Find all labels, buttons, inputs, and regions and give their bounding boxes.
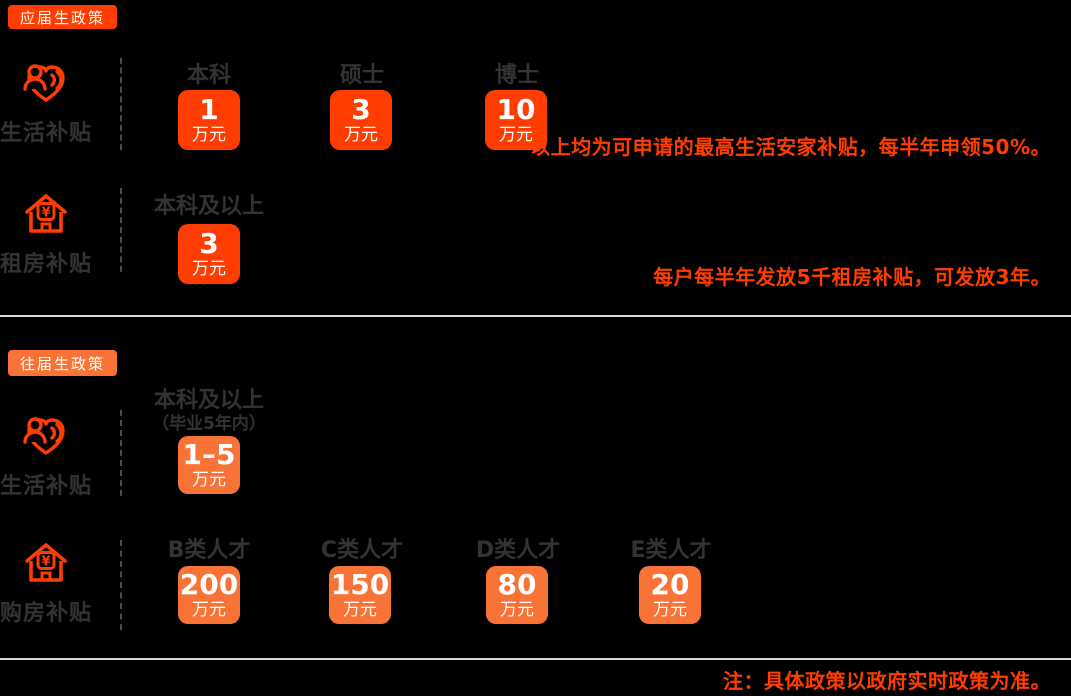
amount-badge: 150 万元: [329, 566, 391, 624]
column-header-master: 硕士: [339, 63, 384, 88]
section-divider-line: [0, 315, 1071, 317]
amount-badge: 3 万元: [178, 224, 240, 284]
rent-subsidy-note: 每户每半年发放5千租房补贴，可发放3年。: [653, 265, 1051, 289]
column-header-talent-b: B类人才: [167, 538, 251, 563]
column-header-talent-d: D类人才: [475, 538, 561, 563]
house-yuan-icon: ¥: [25, 543, 67, 582]
column-header-bachelor: 本科: [186, 63, 231, 88]
amount-value: 200: [179, 568, 239, 602]
rent-subsidy-row-header: ¥ 租房补贴: [0, 191, 92, 278]
living-subsidy-row-header-1: 生活补贴: [0, 58, 92, 147]
amount-value: 3: [199, 227, 219, 261]
amount-value: 10: [496, 93, 536, 127]
amount-badge: 10 万元: [485, 90, 547, 150]
amount-unit: 万元: [499, 124, 533, 145]
purchase-subsidy-row-header: ¥ 购房补贴: [0, 540, 92, 627]
fresh-policy-badge: 应届生政策: [8, 5, 117, 29]
amount-badge: 1–5 万元: [178, 436, 240, 494]
living-subsidy-row-header-2: 生活补贴: [0, 411, 92, 500]
footer-divider-line: [0, 658, 1071, 660]
column-header-phd: 博士: [494, 63, 539, 88]
svg-text:¥: ¥: [41, 555, 50, 570]
dashed-divider: [120, 410, 122, 496]
amount-unit: 万元: [344, 124, 378, 145]
amount-value: 20: [650, 568, 690, 602]
footer-disclaimer: 注：具体政策以政府实时政策为准。: [723, 669, 1051, 693]
amount-value: 1–5: [182, 438, 236, 472]
amount-badge: 3 万元: [330, 90, 392, 150]
dashed-divider: [120, 540, 122, 630]
svg-text:¥: ¥: [41, 206, 50, 221]
amount-unit: 万元: [192, 258, 226, 279]
care-people-icon: [23, 417, 65, 455]
row-label-living-subsidy: 生活补贴: [0, 474, 93, 499]
amount-value: 80: [497, 568, 537, 602]
amount-unit: 万元: [343, 599, 377, 620]
column-header-talent-c: C类人才: [320, 538, 404, 563]
amount-badge: 20 万元: [639, 566, 701, 624]
column-header-talent-e: E类人才: [630, 538, 712, 563]
column-header-bachelor-plus: 本科及以上: [153, 388, 264, 413]
care-people-icon: [23, 64, 65, 102]
amount-value: 3: [351, 93, 371, 127]
amount-unit: 万元: [192, 124, 226, 145]
previous-policy-badge: 往届生政策: [8, 350, 117, 376]
amount-value: 150: [330, 568, 390, 602]
house-yuan-icon: ¥: [25, 194, 67, 233]
amount-unit: 万元: [192, 599, 226, 620]
column-header-bachelor-plus: 本科及以上: [153, 194, 264, 219]
amount-badge: 80 万元: [486, 566, 548, 624]
row-label-purchase-subsidy: 购房补贴: [0, 601, 93, 626]
amount-unit: 万元: [653, 599, 687, 620]
amount-unit: 万元: [500, 599, 534, 620]
dashed-divider: [120, 188, 122, 272]
dashed-divider: [120, 58, 122, 150]
row-label-rent-subsidy: 租房补贴: [0, 252, 93, 277]
amount-value: 1: [199, 93, 219, 127]
living-subsidy-note: 以上均为可申请的最高生活安家补贴，每半年申领50%。: [530, 135, 1051, 159]
amount-badge: 200 万元: [178, 566, 240, 624]
amount-badge: 1 万元: [178, 90, 240, 150]
amount-unit: 万元: [192, 469, 226, 490]
column-subheader-within-5-years: （毕业5年内）: [152, 414, 266, 434]
row-label-living-subsidy: 生活补贴: [0, 121, 93, 146]
